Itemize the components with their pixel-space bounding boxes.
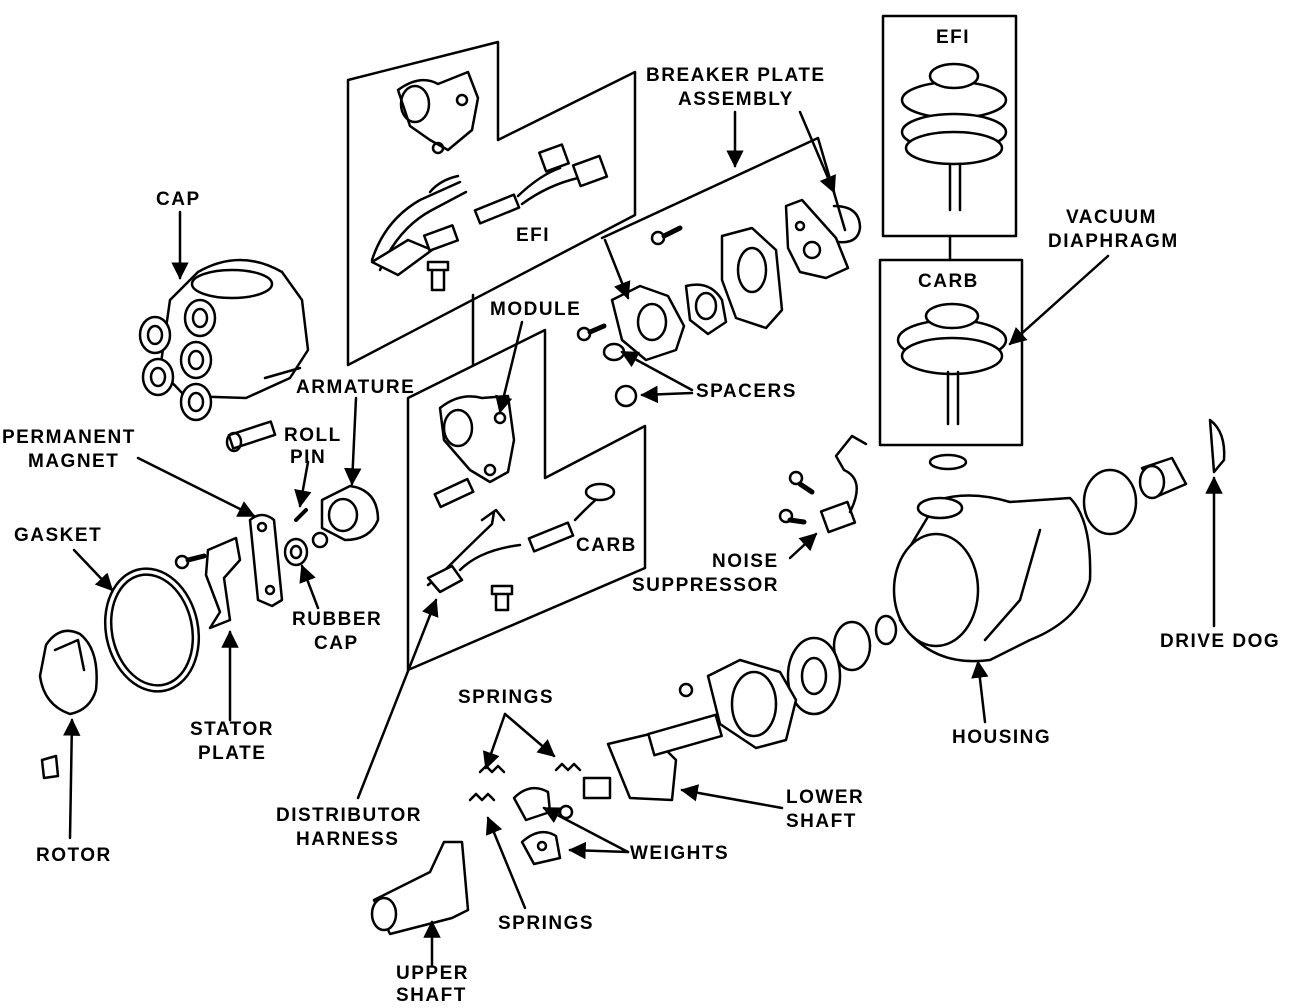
permanent-magnet-part (248, 513, 284, 608)
springs-top-part (478, 762, 582, 774)
label-springs-bottom: SPRINGS (498, 913, 595, 934)
housing-seals (786, 453, 1138, 716)
efi-harness-wires (370, 143, 609, 277)
armature-screw (311, 531, 329, 549)
weights-part (512, 786, 574, 866)
carb-harness-screw (490, 584, 514, 612)
housing-part (892, 494, 1092, 663)
label-breaker-plate-line2: ASSEMBLY (678, 89, 794, 110)
label-rotor: ROTOR (36, 845, 112, 866)
roll-pin-part (294, 508, 308, 522)
drive-dog-bushing (1138, 456, 1188, 500)
breaker-plate-screws (576, 225, 683, 342)
label-roll-pin-line1: ROLL (284, 425, 342, 446)
label-breaker-plate-line1: BREAKER PLATE (646, 65, 826, 86)
label-carb-harness: CARB (576, 535, 637, 556)
spacers-part (602, 342, 638, 408)
breaker-plate-part (610, 198, 862, 362)
noise-suppressor-part (778, 434, 868, 534)
stator-plate-part (204, 536, 242, 630)
label-lower-shaft-line2: SHAFT (786, 811, 857, 832)
upper-shaft-part (370, 840, 470, 936)
efi-vacuum-diaphragm (900, 62, 1008, 212)
carb-vacuum-diaphragm (896, 302, 1008, 426)
label-efi-harness: EFI (516, 225, 551, 246)
gasket-part (103, 567, 201, 693)
label-upper-shaft-line2: SHAFT (396, 985, 467, 1006)
lower-shaft-part (582, 658, 798, 802)
carb-harness-inset-frame (406, 328, 647, 672)
label-roll-pin-line2: PIN (290, 447, 327, 468)
label-stator-plate-line2: PLATE (198, 743, 267, 764)
label-housing: HOUSING (952, 727, 1052, 748)
leader-arrows (62, 110, 1223, 967)
label-module: MODULE (490, 299, 582, 320)
distributor-cap (138, 258, 310, 422)
label-lower-shaft-line1: LOWER (786, 787, 865, 808)
stator-screw (174, 553, 207, 570)
label-armature: ARMATURE (296, 377, 416, 398)
label-cap: CAP (156, 189, 201, 210)
efi-harness-inset-frame (346, 40, 637, 367)
cap-screw (225, 420, 277, 453)
carb-harness-wires (426, 477, 616, 594)
label-distributor-harness-line2: HARNESS (296, 829, 400, 850)
label-efi-diaphragm: EFI (936, 27, 971, 48)
label-noise-suppressor-line2: SUPPRESSOR (632, 575, 779, 596)
label-rubber-cap-line2: CAP (314, 633, 359, 654)
rotor-screw (40, 754, 60, 780)
springs-bottom-part (468, 792, 496, 802)
label-upper-shaft-line1: UPPER (396, 963, 469, 984)
label-drive-dog: DRIVE DOG (1160, 631, 1281, 652)
efi-harness-screw (426, 260, 450, 292)
rotor-part (38, 629, 98, 716)
label-vacuum-diaphragm-line2: DIAPHRAGM (1048, 231, 1179, 252)
label-weights: WEIGHTS (630, 843, 730, 864)
label-noise-suppressor-line1: NOISE (712, 551, 779, 572)
label-vacuum-diaphragm-line1: VACUUM (1066, 207, 1157, 228)
armature-part (320, 484, 380, 542)
label-permanent-magnet-line1: PERMANENT (2, 427, 136, 448)
label-carb-diaphragm: CARB (918, 271, 979, 292)
label-spacers: SPACERS (696, 381, 797, 402)
label-gasket: GASKET (14, 525, 103, 546)
label-stator-plate-line1: STATOR (190, 719, 274, 740)
efi-module-part (396, 70, 480, 155)
label-rubber-cap-line1: RUBBER (292, 609, 383, 630)
carb-module-part (438, 394, 516, 484)
label-distributor-harness-line1: DISTRIBUTOR (276, 805, 422, 826)
label-permanent-magnet-line2: MAGNET (28, 451, 120, 472)
rubber-cap-part (283, 537, 309, 567)
drive-dog-part (1208, 418, 1226, 474)
label-springs-top: SPRINGS (458, 687, 555, 708)
